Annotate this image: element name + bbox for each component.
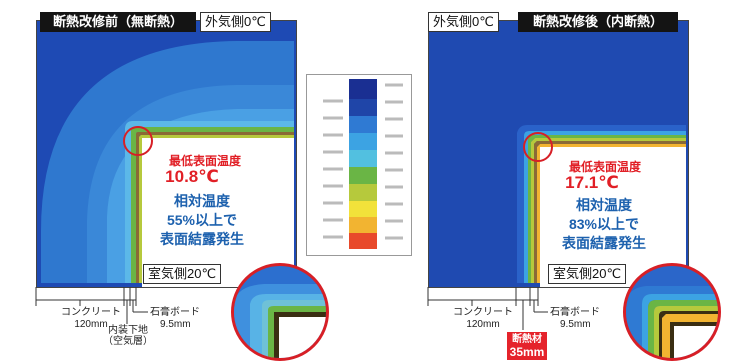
right-outside-label: 外気側0℃ [428, 12, 499, 32]
left-room-label: 室気側20℃ [143, 264, 222, 284]
legend-color-bar [349, 79, 377, 249]
right-panel-title: 断熱改修後（内断熱） [518, 12, 678, 32]
left-gypsum-size: 9.5mm [160, 319, 191, 330]
left-outside-label: 外気側0℃ [200, 12, 271, 32]
right-zoom-detail [626, 286, 718, 358]
left-gypsum-label: 石膏ボード [150, 307, 200, 318]
left-zoom-circle [231, 263, 329, 361]
right-dimension-lines [427, 287, 548, 330]
right-concrete-label: コンクリート [453, 307, 513, 318]
right-room-label: 室気側20℃ [548, 264, 627, 284]
right-gypsum-size: 9.5mm [560, 319, 591, 330]
left-inner-base-note: （空気層） [103, 336, 153, 347]
left-concrete-size: 120mm [74, 319, 108, 330]
left-thermal-diagram [36, 20, 297, 288]
insulation-size: 35mm [509, 345, 545, 359]
left-humidity-value: 55%以上で [166, 212, 238, 228]
right-humidity-heading: 相対温度 [576, 197, 632, 213]
legend-tick-marks [323, 83, 403, 240]
left-zoom-detail [234, 284, 326, 358]
right-humidity-value: 83%以上で [568, 216, 640, 232]
temperature-color-legend [306, 74, 412, 256]
left-coldspot-marker [123, 126, 153, 156]
right-min-temp-value: 17.1℃ [565, 173, 619, 192]
left-dimension-lines [35, 287, 148, 324]
insulation-label: 断熱材 [512, 334, 542, 345]
right-condensation-text: 表面結露発生 [562, 235, 646, 251]
right-min-temp-heading: 最低表面温度 [568, 160, 641, 174]
left-panel-title: 断熱改修前（無断熱） [40, 12, 196, 32]
left-min-temp-value: 10.8℃ [165, 167, 219, 186]
left-temperature-field [41, 41, 294, 287]
left-concrete-label: コンクリート [61, 307, 121, 318]
left-inner-base-label: 内装下地 [108, 325, 148, 336]
insulation-badge: 断熱材 35mm [507, 332, 547, 360]
left-humidity-heading: 相対温度 [174, 193, 230, 209]
right-zoom-circle [623, 263, 721, 361]
right-coldspot-marker [523, 132, 553, 162]
left-min-temp-heading: 最低表面温度 [168, 154, 241, 168]
right-gypsum-label: 石膏ボード [550, 307, 600, 318]
right-thermal-diagram [428, 20, 689, 288]
right-concrete-size: 120mm [466, 319, 500, 330]
left-condensation-text: 表面結露発生 [160, 231, 244, 247]
